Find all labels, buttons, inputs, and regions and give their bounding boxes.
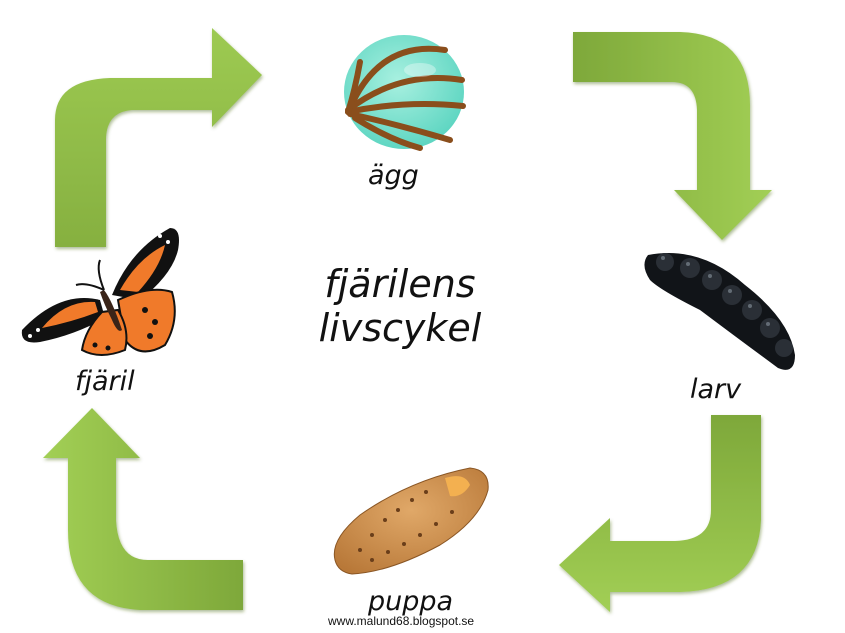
title-line-1: fjärilens <box>324 262 476 306</box>
pupa-image <box>333 467 489 575</box>
diagram-title: fjärilens livscykel <box>300 262 500 350</box>
credit-url: www.malund68.blogspot.se <box>328 614 475 628</box>
butterfly-image <box>21 228 179 356</box>
arrow-butterfly-to-egg <box>55 28 262 247</box>
arrow-larva-to-pupa <box>559 415 761 612</box>
arrow-pupa-to-butterfly <box>43 408 243 610</box>
stage-label-larva: larv <box>690 374 742 405</box>
stage-label-butterfly: fjäril <box>75 366 135 397</box>
egg-image <box>344 35 466 151</box>
arrow-egg-to-larva <box>573 32 772 240</box>
stage-label-egg: ägg <box>368 160 419 191</box>
stage-label-pupa: puppa <box>368 586 454 617</box>
larva-image <box>644 253 795 370</box>
title-line-2: livscykel <box>318 306 482 350</box>
